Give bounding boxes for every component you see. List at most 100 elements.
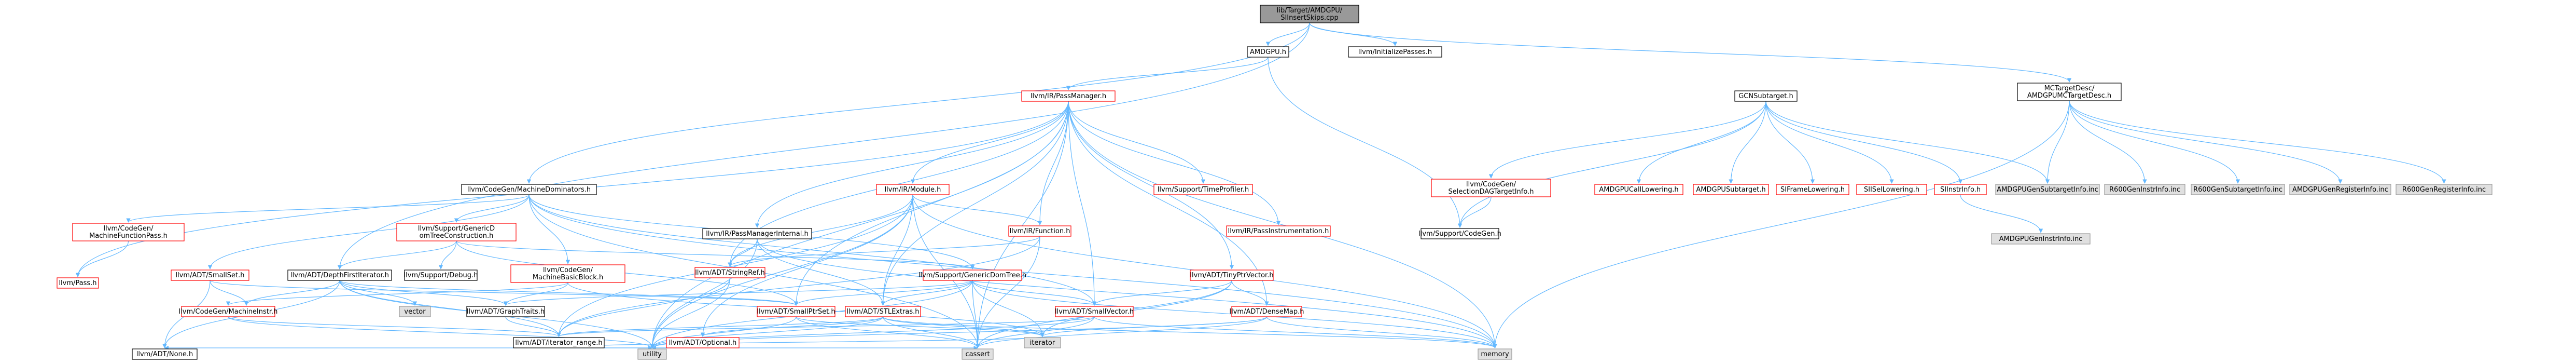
node-support-debug[interactable]: llvm/Support/Debug.h: [404, 269, 478, 281]
node-tiny-ptr-vector[interactable]: llvm/ADT/TinyPtrVector.h: [1190, 269, 1274, 281]
node-pass-h[interactable]: llvm/Pass.h: [57, 277, 99, 289]
edge-mctargetdesc-to-memory: [1493, 100, 2070, 348]
node-box: [876, 184, 950, 195]
node-label: llvm/ADT/SmallPtrSet.h: [757, 308, 835, 316]
node-si-isel-lowering[interactable]: SIISelLowering.h: [1856, 184, 1927, 195]
node-r600-gen-subtarget: R600GenSubtargetInfo.inc: [2191, 184, 2285, 195]
node-initialize-passes[interactable]: llvm/InitializePasses.h: [1348, 46, 1442, 58]
node-box: [2396, 184, 2493, 195]
edge-gcn_subtarget-to-amdgpu_subtarget: [1729, 101, 1766, 184]
node-stl-extras[interactable]: llvm/ADT/STLExtras.h: [845, 306, 921, 317]
node-label: llvm/ADT/iterator_range.h: [515, 339, 602, 347]
node-depth-first-iterator[interactable]: llvm/ADT/DepthFirstIterator.h: [287, 269, 392, 281]
node-box: [404, 269, 478, 281]
node-adt-optional[interactable]: llvm/ADT/Optional.h: [666, 337, 740, 348]
node-pass-manager[interactable]: llvm/IR/PassManager.h: [1021, 90, 1116, 102]
node-amdgpu-subtarget[interactable]: AMDGPUSubtarget.h: [1693, 184, 1769, 195]
edge-ir_function-to-iterator_range: [556, 236, 1040, 337]
node-pass-manager-internal[interactable]: llvm/IR/PassManagerInternal.h: [702, 228, 812, 239]
node-box: [694, 267, 765, 278]
edge-pass_manager-to-pass_manager_internal: [755, 101, 1069, 228]
node-si-frame-lowering[interactable]: SIFrameLowering.h: [1776, 184, 1849, 195]
node-root[interactable]: lib/Target/AMDGPU/SIInsertSkips.cpp: [1260, 5, 1359, 23]
node-string-ref[interactable]: llvm/ADT/StringRef.h: [694, 267, 765, 278]
node-label: MCTargetDesc/: [2044, 85, 2095, 92]
node-mach-dominators[interactable]: llvm/CodeGen/MachineDominators.h: [461, 184, 597, 195]
node-label: llvm/IR/Function.h: [1010, 227, 1070, 235]
node-box: [72, 223, 185, 241]
node-amdgpu-gen-instr: AMDGPUGenInstrInfo.inc: [1991, 233, 2091, 245]
node-adt-none[interactable]: llvm/ADT/None.h: [132, 348, 198, 360]
node-label: SelectionDAGTargetInfo.h: [1449, 188, 1534, 196]
node-generic-domtree[interactable]: llvm/Support/GenericDomTree.h: [918, 269, 1026, 281]
node-box: [396, 223, 517, 241]
node-ir-function[interactable]: llvm/IR/Function.h: [1008, 225, 1071, 237]
node-dense-map[interactable]: llvm/ADT/DenseMap.h: [1229, 306, 1304, 317]
node-box: [1776, 184, 1849, 195]
node-label: SIFrameLowering.h: [1780, 186, 1845, 194]
edge-generic_domtree-to-small_vector: [972, 280, 1097, 306]
node-label: llvm/ADT/TinyPtrVector.h: [1190, 272, 1273, 279]
node-gcn-subtarget[interactable]: GCNSubtarget.h: [1734, 90, 1798, 102]
node-label: llvm/ADT/DenseMap.h: [1229, 308, 1304, 316]
node-adt-small-set[interactable]: llvm/ADT/SmallSet.h: [171, 269, 249, 281]
edge-small_vector-to-iterator_range: [556, 316, 1095, 337]
edge-small_vector-to-cassert: [975, 316, 1095, 348]
edge-tiny_ptr_vector-to-iterator: [1040, 280, 1232, 337]
edge-ir_module-to-ir_function: [912, 194, 1042, 225]
edge-root-to-mctargetdesc: [1309, 22, 2072, 83]
node-selection-dag-target[interactable]: llvm/CodeGen/SelectionDAGTargetInfo.h: [1431, 179, 1551, 197]
node-pass-instrumentation[interactable]: llvm/IR/PassInstrumentation.h: [1226, 225, 1331, 237]
node-label: llvm/ADT/None.h: [136, 350, 193, 358]
node-mach-basic-block[interactable]: llvm/CodeGen/MachineBasicBlock.h: [510, 264, 625, 283]
node-ir-module[interactable]: llvm/IR/Module.h: [876, 184, 950, 195]
node-box: [1153, 184, 1253, 195]
edge-mctargetdesc-to-amdgpu_gen_register: [2069, 100, 2343, 184]
node-amdgpu-h[interactable]: AMDGPU.h: [1247, 46, 1289, 58]
node-small-ptr-set[interactable]: llvm/ADT/SmallPtrSet.h: [757, 306, 836, 317]
edge-small_ptr_set-to-cassert: [796, 316, 980, 348]
node-label: MachineBasicBlock.h: [533, 274, 603, 281]
node-box: [637, 348, 667, 360]
edge-stl_extras-to-iterator: [882, 316, 1045, 337]
node-label: SIInstrInfo.h: [1940, 186, 1981, 194]
node-mctargetdesc[interactable]: MCTargetDesc/AMDGPUMCTargetDesc.h: [2017, 83, 2122, 101]
node-label: omTreeConstruction.h: [420, 232, 494, 240]
node-label: MachineFunctionPass.h: [89, 232, 168, 240]
edge-pass_manager-to-cassert: [975, 101, 1069, 348]
edge-mach_basic_block-to-mach_instr: [226, 282, 568, 306]
edge-depth_first_iterator-to-graph_traits: [339, 280, 508, 306]
edge-mach_dominators-to-mach_basic_block: [528, 194, 570, 264]
edge-generic_domtree-to-stl_extras: [881, 280, 973, 306]
edge-pass_manager-to-time_profiler: [1068, 101, 1206, 184]
node-box: [1594, 184, 1683, 195]
edge-domtree_construction-to-generic_domtree: [456, 240, 974, 269]
node-box: [1055, 306, 1134, 317]
node-graph-traits[interactable]: llvm/ADT/GraphTraits.h: [466, 306, 545, 317]
node-small-vector[interactable]: llvm/ADT/SmallVector.h: [1055, 306, 1134, 317]
node-box: [1991, 233, 2091, 245]
node-box: [1995, 184, 2100, 195]
node-box: [510, 264, 625, 283]
node-box: [2104, 184, 2185, 195]
edge-gcn_subtarget-to-amdgpu_gen_subtarget: [1765, 101, 2050, 184]
node-domtree-construction[interactable]: llvm/Support/GenericDomTreeConstruction.…: [396, 223, 517, 241]
node-iterator-range[interactable]: llvm/ADT/iterator_range.h: [513, 337, 605, 348]
edge-mach_instr-to-iterator_range: [228, 316, 561, 337]
node-label: llvm/InitializePasses.h: [1358, 48, 1432, 56]
edge-depth_first_iterator-to-set: [244, 280, 340, 306]
node-amdgpu-call-lowering[interactable]: AMDGPUCallLowering.h: [1594, 184, 1683, 195]
node-label: llvm/IR/PassManagerInternal.h: [706, 230, 808, 238]
node-mach-func-pass[interactable]: llvm/CodeGen/MachineFunctionPass.h: [72, 223, 185, 241]
edge-adt_small_set-to-small_ptr_set: [210, 280, 798, 306]
node-support-codegen[interactable]: llvm/Support/CodeGen.h: [1418, 228, 1501, 239]
node-mach-instr[interactable]: llvm/CodeGen/MachineInstr.h: [179, 306, 278, 317]
node-time-profiler[interactable]: llvm/Support/TimeProfiler.h: [1153, 184, 1253, 195]
node-box: [666, 337, 740, 348]
edge-pass_manager-to-ir_function: [1037, 101, 1069, 225]
edge-stl_extras-to-utility: [650, 316, 884, 348]
node-si-instr-info[interactable]: SIInstrInfo.h: [1934, 184, 1987, 195]
edge-ir_module-to-stl_extras: [881, 194, 913, 306]
edge-pass_manager-to-memory: [1068, 101, 1497, 348]
node-label: AMDGPUGenInstrInfo.inc: [1999, 235, 2083, 243]
